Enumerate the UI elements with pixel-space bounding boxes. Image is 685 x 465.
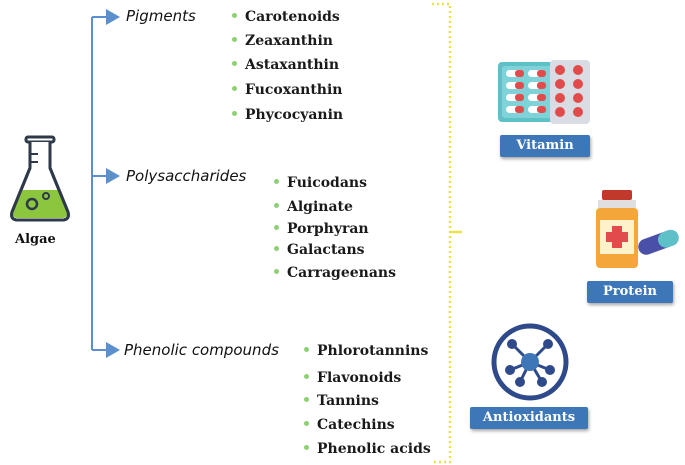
category-polysaccharides: Polysaccharides bbox=[126, 167, 247, 185]
protein-bottle-icon bbox=[596, 190, 679, 268]
list-item: Porphyran bbox=[274, 220, 369, 238]
list-item: Fuicodans bbox=[274, 174, 367, 192]
list-item: Flavonoids bbox=[304, 369, 401, 387]
list-item: Tannins bbox=[304, 392, 379, 410]
list-item: Alginate bbox=[274, 198, 353, 216]
algae-label: Algae bbox=[15, 232, 56, 247]
category-phenolic-compounds: Phenolic compounds bbox=[124, 341, 279, 359]
list-item: Phlorotannins bbox=[304, 342, 428, 360]
list-item: Catechins bbox=[304, 416, 395, 434]
list-item: Fucoxanthin bbox=[232, 81, 342, 99]
antioxidant-molecule-icon bbox=[491, 323, 569, 401]
list-item: Phenolic acids bbox=[304, 440, 431, 458]
category-pigments: Pigments bbox=[126, 7, 196, 25]
antioxidants-badge: Antioxidants bbox=[470, 407, 588, 429]
vitamin-badge: Vitamin bbox=[500, 135, 590, 157]
list-item: Galactans bbox=[274, 241, 365, 259]
flask-icon bbox=[10, 135, 70, 222]
list-item: Zeaxanthin bbox=[232, 32, 333, 50]
list-item: Carotenoids bbox=[232, 8, 340, 26]
protein-badge: Protein bbox=[587, 281, 673, 303]
dotted-bracket bbox=[432, 2, 452, 464]
list-item: Astaxanthin bbox=[232, 56, 339, 74]
list-item: Phycocyanin bbox=[232, 106, 343, 124]
list-item: Carrageenans bbox=[274, 264, 396, 282]
vitamin-pills-icon bbox=[498, 60, 590, 124]
